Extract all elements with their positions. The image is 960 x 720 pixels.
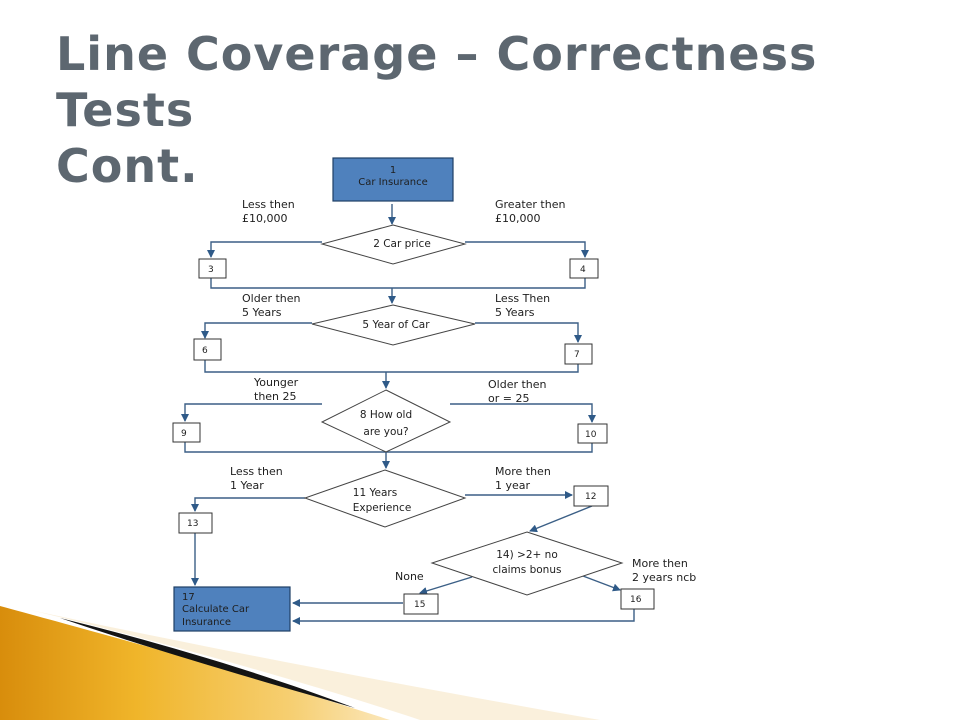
edge-8-left-line-1: Younger	[253, 376, 299, 389]
node-10-box: 10	[577, 423, 608, 444]
decision-5-label: 5 Year of Car	[362, 319, 430, 331]
decision-8-line-1: 8 How old	[360, 409, 412, 421]
node-17-line-1: 17	[182, 592, 195, 603]
decision-5-year-of-car: 5 Year of Car	[311, 304, 476, 346]
node-17-line-3: Insurance	[182, 617, 231, 628]
node-15-box: 15	[403, 593, 439, 615]
edge-5-left-line-2: 5 Years	[242, 306, 282, 319]
dark-swoosh	[60, 618, 355, 708]
edge-2-left-line-2: £10,000	[242, 212, 288, 225]
edge-8-left-line-2: then 25	[254, 390, 297, 403]
node-4-box: 4	[569, 258, 599, 279]
edge-5-right-line-2: 5 Years	[495, 306, 535, 319]
node-17-end: 17 Calculate Car Insurance	[173, 586, 291, 632]
node-13-box: 13	[178, 512, 213, 534]
node-12-label: 12	[585, 492, 596, 502]
gold-swoosh	[0, 606, 390, 720]
slide-title: Line Coverage – Correctness Tests Cont.	[56, 26, 936, 194]
node-6-box: 6	[193, 338, 222, 361]
node-9-label: 9	[181, 429, 187, 439]
edge-14-left-line-1: None	[395, 570, 424, 583]
edge-8-right-line-2: or = 25	[488, 392, 529, 405]
edge-11-right-line-1: More then	[495, 465, 551, 478]
decision-8-line-2: are you?	[363, 426, 408, 438]
decision-11-years-experience: 11 Years Experience	[303, 469, 467, 528]
edge-8-right-line-1: Older then	[488, 378, 547, 391]
node-7-label: 7	[574, 350, 580, 360]
edge-11-right-line-2: 1 year	[495, 479, 531, 492]
node-1-start: 1 Car Insurance	[332, 157, 454, 202]
edge-2-right-line-1: Greater then	[495, 198, 565, 211]
node-12-box: 12	[573, 485, 609, 507]
node-16-label: 16	[630, 595, 642, 605]
edge-2-right-line-2: £10,000	[495, 212, 541, 225]
edge-labels: Less then £10,000 Greater then £10,000 O…	[230, 198, 696, 584]
slide-title-line-1: Line Coverage – Correctness Tests	[56, 27, 818, 137]
edge-2-left-line-1: Less then	[242, 198, 295, 211]
node-3-box: 3	[198, 258, 227, 279]
node-17-line-2: Calculate Car	[182, 604, 250, 615]
node-4-label: 4	[580, 265, 586, 275]
edge-5-left-line-1: Older then	[242, 292, 301, 305]
node-9-box: 9	[172, 422, 201, 443]
decision-2-label: 2 Car price	[373, 238, 431, 250]
edge-14-right-line-2: 2 years ncb	[632, 571, 696, 584]
node-1-number: 1	[390, 165, 396, 176]
decision-8-how-old: 8 How old are you?	[320, 389, 452, 453]
edge-11-left-line-2: 1 Year	[230, 479, 264, 492]
decision-14-line-2: claims bonus	[493, 564, 562, 576]
node-13-label: 13	[187, 519, 198, 529]
node-16-box: 16	[620, 588, 655, 610]
node-7-box: 7	[564, 343, 593, 365]
edge-11-left-line-1: Less then	[230, 465, 283, 478]
edge-5-right-line-1: Less Then	[495, 292, 550, 305]
node-6-label: 6	[202, 346, 208, 356]
decision-11-line-2: Experience	[353, 502, 412, 514]
connector-lines	[181, 204, 635, 625]
node-15-label: 15	[414, 600, 425, 610]
decision-14-no-claims-bonus: 14) >2+ no claims bonus	[430, 531, 624, 596]
slide-title-line-2: Cont.	[56, 139, 199, 193]
decision-14-line-1: 14) >2+ no	[496, 549, 558, 561]
node-1-label: Car Insurance	[358, 177, 427, 188]
edge-14-right-line-1: More then	[632, 557, 688, 570]
decision-11-line-1: 11 Years	[353, 487, 397, 499]
node-3-label: 3	[208, 265, 214, 275]
node-10-label: 10	[585, 430, 597, 440]
decision-2-car-price: 2 Car price	[320, 224, 467, 265]
